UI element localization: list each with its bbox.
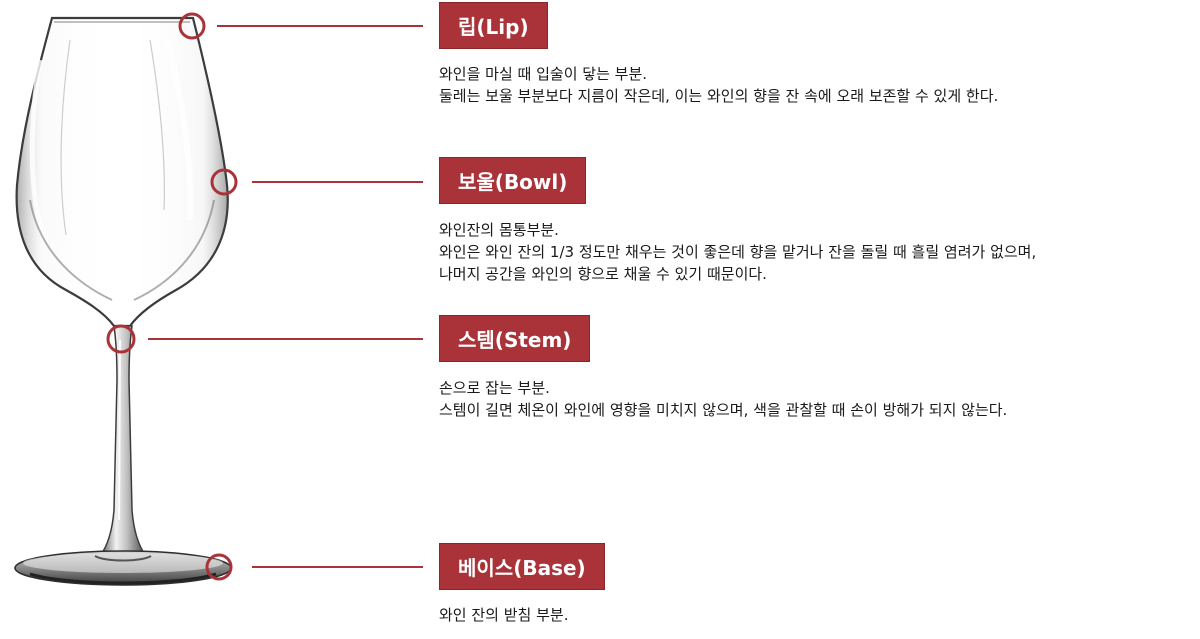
base-marker: [205, 553, 233, 581]
lip-description-line: 와인을 마실 때 입술이 닿는 부분.: [439, 65, 648, 83]
bowl-title-badge: 보울(Bowl): [439, 157, 587, 204]
stem-description-line: 손으로 잡는 부분.: [439, 379, 550, 397]
glass-stem-shape: [98, 325, 148, 557]
bowl-description-line: 나머지 공간을 와인의 향으로 채울 수 있기 때문이다.: [439, 265, 767, 283]
lip-title-badge: 립(Lip): [439, 2, 548, 49]
glass-bowl-shape: [15, 16, 229, 328]
base-description: 와인 잔의 받침 부분.: [439, 604, 568, 626]
bowl-marker: [210, 168, 238, 196]
bowl-description-line: 와인은 와인 잔의 1/3 정도만 채우는 것이 좋은데 향을 맡거나 잔을 돌…: [439, 243, 1037, 261]
wine-glass-illustration: [14, 12, 423, 586]
stem-description-line: 스템이 길면 체온이 와인에 영향을 미치지 않으며, 색을 관찰할 때 손이 …: [439, 401, 1008, 419]
bowl-description: 와인잔의 몸통부분. 와인은 와인 잔의 1/3 정도만 채우는 것이 좋은데 …: [439, 219, 1036, 285]
lip-description-line: 둘레는 보울 부분보다 지름이 작은데, 이는 와인의 향을 잔 속에 오래 보…: [439, 87, 999, 105]
lip-marker: [178, 12, 206, 40]
stem-description: 손으로 잡는 부분. 스템이 길면 체온이 와인에 영향을 미치지 않으며, 색…: [439, 377, 1007, 421]
lip-description: 와인을 마실 때 입술이 닿는 부분. 둘레는 보울 부분보다 지름이 작은데,…: [439, 63, 998, 107]
stem-marker: [106, 324, 136, 354]
base-description-line: 와인 잔의 받침 부분.: [439, 606, 569, 624]
stem-title-badge: 스템(Stem): [439, 315, 591, 362]
bowl-description-line: 와인잔의 몸통부분.: [439, 221, 559, 239]
base-title-badge: 베이스(Base): [439, 543, 605, 590]
